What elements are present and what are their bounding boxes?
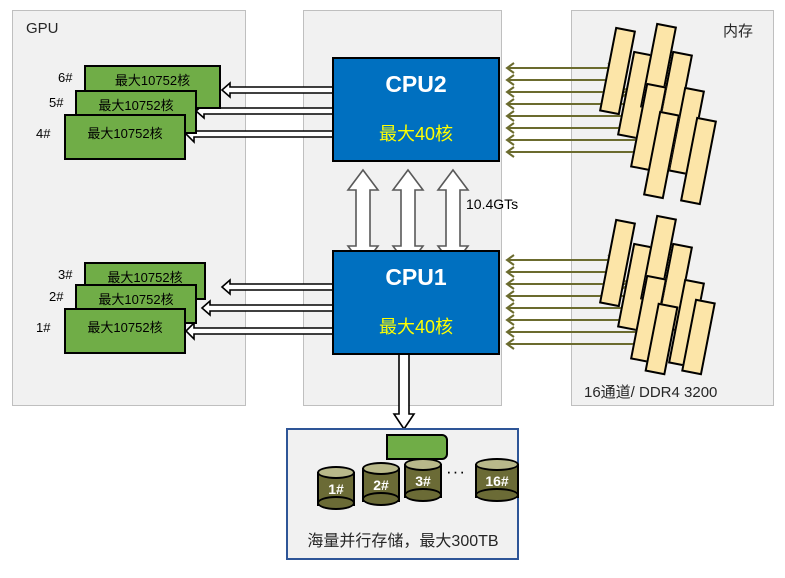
storage-controller-icon: [386, 434, 448, 460]
disk-top: [362, 462, 400, 475]
cpu2-box[interactable]: CPU2 最大40核: [332, 57, 500, 162]
disk-top: [475, 458, 519, 471]
storage-disk-3[interactable]: 3#: [404, 458, 442, 502]
gpu-card-1[interactable]: 最大10752核: [64, 308, 186, 354]
disk-ellipsis-label: ···: [446, 462, 466, 481]
gpu-tag-4: 4#: [36, 126, 51, 141]
disk-top: [404, 458, 442, 471]
cpu2-cores: 最大40核: [378, 124, 454, 144]
cpu1-name: CPU1: [385, 264, 447, 290]
disk-top: [317, 466, 355, 479]
disk-label: 16#: [485, 473, 509, 489]
cpu2-name: CPU2: [385, 71, 447, 97]
disk-label: 3#: [415, 473, 431, 489]
gpu-card-label: 最大10752核: [107, 270, 183, 285]
storage-disk-1[interactable]: 1#: [317, 466, 355, 510]
disk-bottom: [317, 496, 355, 510]
interconnect-speed-label: 10.4GTs: [466, 196, 519, 212]
gpu-card-label: 最大10752核: [114, 73, 191, 88]
storage-caption: 海量并行存储，最大300TB: [307, 533, 499, 550]
cpu1-cores: 最大40核: [378, 317, 454, 337]
gpu-tag-6: 6#: [58, 70, 73, 85]
gpu-card-label: 最大10752核: [98, 292, 174, 307]
disk-bottom: [475, 488, 519, 502]
storage-disk-2[interactable]: 2#: [362, 462, 400, 506]
cpu1-box[interactable]: CPU1 最大40核: [332, 250, 500, 355]
gpu-tag-5: 5#: [49, 95, 64, 110]
disk-bottom: [404, 488, 442, 502]
gpu-tag-3: 3#: [58, 267, 73, 282]
disk-label: 1#: [328, 481, 344, 497]
gpu-tag-2: 2#: [49, 289, 64, 304]
gpu-card-label: 最大10752核: [87, 126, 163, 141]
gpu-panel-title: GPU: [26, 20, 59, 37]
gpu-card-4[interactable]: 最大10752核: [64, 114, 186, 160]
disk-bottom: [362, 492, 400, 506]
gpu-card-label: 最大10752核: [98, 98, 174, 113]
memory-spec-label: 16通道/ DDR4 3200: [584, 384, 718, 401]
memory-panel-title: 内存: [723, 23, 754, 40]
gpu-card-label: 最大10752核: [87, 320, 163, 335]
gpu-tag-1: 1#: [36, 320, 51, 335]
disk-label: 2#: [373, 477, 389, 493]
storage-disk-16[interactable]: 16#: [475, 458, 519, 502]
